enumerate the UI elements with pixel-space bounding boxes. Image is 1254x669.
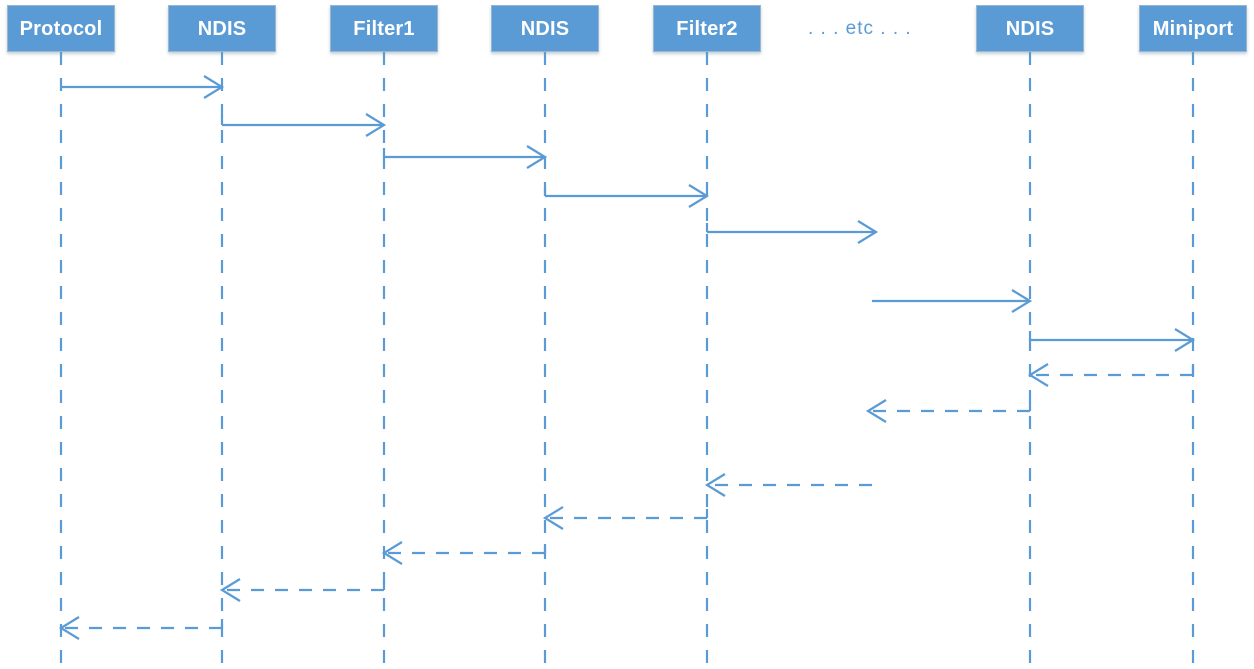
participant-label: NDIS [1005, 17, 1055, 40]
message-r2-return[interactable] [865, 399, 1032, 423]
arrowhead-icon [1174, 328, 1196, 352]
participant-label: Filter2 [676, 17, 738, 40]
arrowhead-icon [1011, 289, 1033, 313]
message-r7-return[interactable] [58, 616, 224, 640]
message-m1-call[interactable] [61, 75, 225, 99]
participant-box-filter1[interactable]: Filter1 [330, 5, 438, 52]
message-r5-return[interactable] [381, 541, 547, 565]
lifeline-group [59, 52, 1195, 669]
arrowhead-icon [219, 578, 241, 602]
participant-box-filter2[interactable]: Filter2 [653, 5, 761, 52]
message-m7-call[interactable] [1028, 328, 1196, 352]
message-r1-return[interactable] [1027, 363, 1195, 387]
arrowhead-icon [688, 184, 710, 208]
arrowhead-icon [526, 145, 548, 169]
message-r6-return[interactable] [219, 578, 386, 602]
participant-box-protocol[interactable]: Protocol [7, 5, 115, 52]
participant-box-miniport[interactable]: Miniport [1139, 5, 1247, 52]
etc-ellipsis-label: . . . etc . . . [808, 18, 912, 39]
arrowhead-icon [1027, 363, 1049, 387]
arrowhead-icon [203, 75, 225, 99]
message-m6-call[interactable] [872, 289, 1033, 313]
participant-box-ndis1[interactable]: NDIS [168, 5, 276, 52]
arrowhead-icon [704, 473, 726, 497]
participant-label: NDIS [520, 17, 570, 40]
message-m4-call[interactable] [543, 184, 710, 208]
arrowhead-icon [542, 506, 564, 530]
participant-box-ndis3[interactable]: NDIS [976, 5, 1084, 52]
arrowhead-icon [58, 616, 80, 640]
message-arrow-group [58, 75, 1196, 640]
participant-label: Filter1 [353, 17, 415, 40]
participant-box-ndis2[interactable]: NDIS [491, 5, 599, 52]
arrowhead-icon [381, 541, 403, 565]
message-m5-call[interactable] [705, 220, 879, 244]
arrowhead-icon [365, 113, 387, 137]
message-m3-call[interactable] [382, 145, 548, 169]
participant-label: Miniport [1152, 17, 1234, 40]
participant-label: NDIS [197, 17, 247, 40]
arrowhead-icon [857, 220, 879, 244]
message-r3-return[interactable] [704, 473, 872, 497]
participant-label: Protocol [19, 17, 103, 40]
message-m2-call[interactable] [220, 113, 387, 137]
message-r4-return[interactable] [542, 506, 709, 530]
arrowhead-icon [865, 399, 887, 423]
